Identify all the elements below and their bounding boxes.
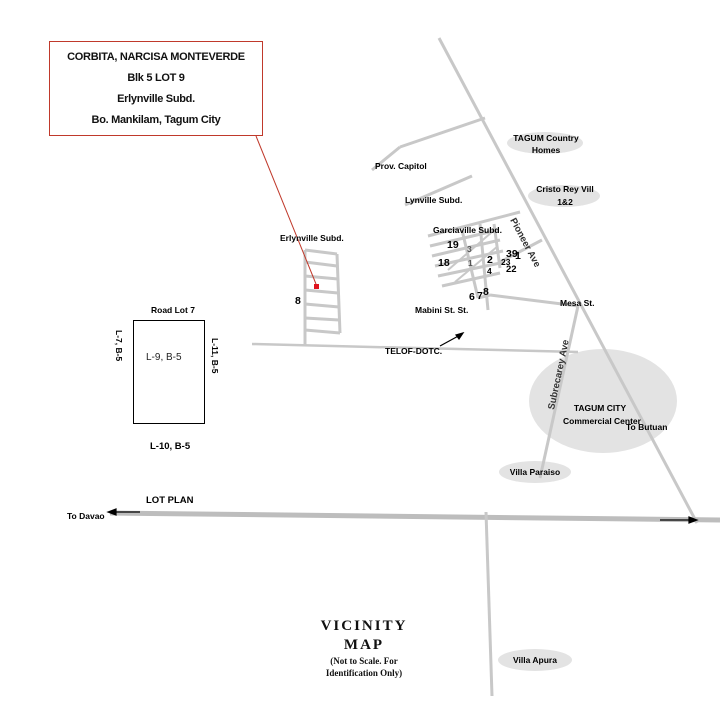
block-number-7: 7 — [477, 290, 483, 302]
tagum-city-label-2: Commercial Center — [563, 416, 642, 426]
vicinity-title-line2: MAP — [343, 637, 385, 653]
owner-subdivision: Erlynville Subd. — [117, 92, 195, 105]
pioneer-ave-road — [437, 37, 699, 524]
erlynville-cross-5 — [304, 316, 340, 322]
erlynville-label: Erlynville Subd. — [280, 233, 344, 243]
garciaville-diag-1 — [447, 231, 493, 271]
to-davao-label: To Davao — [67, 511, 105, 521]
telof-road — [251, 342, 579, 354]
block-number-6: 6 — [469, 291, 475, 303]
direction-arrows — [106, 331, 699, 524]
block-number-1b: 1 — [515, 250, 521, 262]
lynville-road — [404, 174, 473, 207]
erlynville-top-road — [304, 248, 338, 256]
block-numbers: 19 18 3 2 1 4 39 1 23 22 6 7 8 8 — [295, 239, 521, 307]
lot-plan-bottom-label: L-10, B-5 — [150, 441, 191, 452]
cristo-rey-area — [528, 185, 600, 207]
erlynville-cross-3 — [304, 288, 339, 295]
tagum-commercial-area — [529, 349, 677, 453]
block-number-3: 3 — [467, 244, 472, 254]
vicinity-map-title-block: VICINITY MAP (Not to Scale. For Identifi… — [300, 617, 428, 679]
mabini-link — [477, 293, 491, 300]
owner-address: Bo. Mankilam, Tagum City — [91, 113, 221, 126]
owner-info-box: CORBITA, NARCISA MONTEVERDE Blk 5 LOT 9 … — [49, 41, 263, 136]
national-highway — [109, 510, 720, 523]
block-number-1: 1 — [468, 258, 473, 268]
garciaville-label: Garciaville Subd. — [433, 225, 502, 235]
villa-apura-area — [498, 649, 572, 671]
erlynville-east-road — [335, 253, 342, 334]
vicinity-note-line1: (Not to Scale. For — [330, 656, 398, 666]
cristo-rey-label-1: Cristo Rey Vill — [536, 184, 593, 194]
to-butuan-arrowhead — [688, 516, 699, 524]
garciaville-diag-2 — [454, 245, 499, 283]
cristo-rey-label-2: 1&2 — [557, 197, 573, 207]
upper-cross-road — [399, 116, 486, 149]
lot-plan-parcel — [133, 320, 205, 424]
mabini-label: Mabini St. St. — [415, 305, 468, 315]
erlynville-cross-4 — [304, 302, 340, 309]
block-number-18: 18 — [438, 257, 450, 269]
lot-plan-road-label: Road Lot 7 — [151, 305, 195, 315]
lot-plan-inner-label: L-9, B-5 — [146, 352, 182, 363]
owner-pointer-line — [255, 135, 317, 285]
villa-apura-label: Villa Apura — [513, 655, 557, 665]
landmark-ellipses — [498, 132, 677, 671]
erlynville-cross-2 — [304, 274, 339, 281]
block-number-2: 2 — [487, 254, 493, 266]
lot-plan-right-label: L-11, B-5 — [210, 338, 220, 374]
garciaville-east-road — [499, 238, 543, 264]
to-butuan-label: To Butuan — [626, 422, 667, 432]
villa-paraiso-area — [499, 461, 571, 483]
block-number-39: 39 — [506, 248, 518, 260]
block-number-19: 19 — [447, 239, 459, 251]
block-number-8-erlynville: 8 — [295, 295, 301, 307]
mesa-label: Mesa St. — [560, 298, 595, 308]
owner-name: CORBITA, NARCISA MONTEVERDE — [67, 51, 245, 64]
erlynville-cross-1 — [304, 260, 338, 268]
subrecarey-ave-road — [538, 305, 580, 479]
block-number-4: 4 — [487, 266, 492, 276]
block-number-8: 8 — [483, 286, 489, 298]
lot-plan-left-label: L-7, B-5 — [114, 330, 124, 361]
lot-location-marker — [314, 284, 319, 289]
vicinity-title-line1: VICINITY — [320, 618, 408, 634]
tagum-country-homes-area — [507, 132, 583, 154]
villa-paraiso-label: Villa Paraiso — [510, 467, 560, 477]
garciaville-vertical-1 — [460, 229, 480, 299]
garciaville-road-6 — [441, 271, 501, 288]
tagum-city-label-1: TAGUM CITY — [574, 403, 627, 413]
garciaville-road-1 — [427, 210, 521, 238]
tagum-country-homes-label-2: Homes — [532, 145, 561, 155]
telof-pointer-head — [454, 331, 465, 341]
prov-capitol-label: Prov. Capitol — [375, 161, 427, 171]
lynville-label: Lynville Subd. — [405, 195, 462, 205]
owner-block-lot: Blk 5 LOT 9 — [127, 72, 185, 85]
vicinity-note-line2: Identification Only) — [325, 668, 403, 678]
villa-apura-road — [484, 511, 494, 697]
block-number-22: 22 — [506, 264, 517, 275]
block-number-23: 23 — [501, 257, 511, 267]
telof-label: TELOF-DOTC. — [385, 346, 442, 356]
erlynville-cross-6 — [304, 328, 341, 335]
to-davao-arrowhead — [106, 508, 117, 516]
mesa-st-road — [489, 293, 579, 308]
tagum-country-homes-label-1: TAGUM Country — [513, 133, 579, 143]
prov-capitol-road — [371, 145, 401, 172]
road-network — [109, 37, 720, 697]
lot-plan-caption: LOT PLAN — [146, 495, 194, 506]
